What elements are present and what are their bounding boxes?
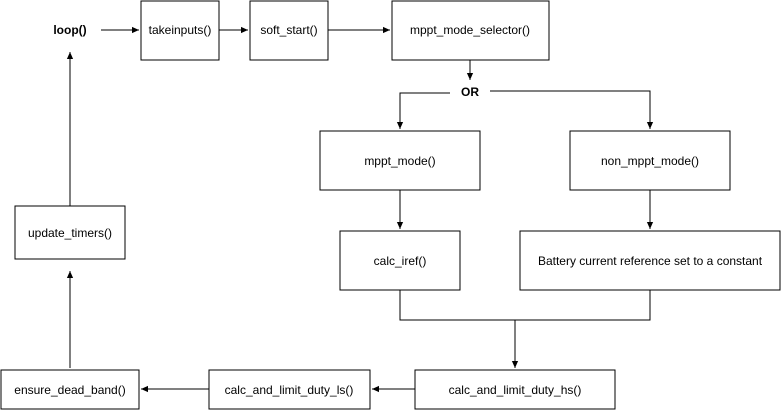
mppt-mode-selector-label: mppt_mode_selector() [410, 23, 530, 37]
calc-and-limit-duty-ls-label: calc_and_limit_duty_ls() [225, 383, 354, 397]
merge-line [399, 290, 651, 321]
ensure-dead-band-label: ensure_dead_band() [14, 383, 125, 397]
takeinputs-node [140, 0, 220, 61]
arrow-or-to-non-mppt-mode [490, 90, 654, 129]
calc-and-limit-duty-ls-node [208, 369, 371, 410]
mppt-mode-selector-node [391, 0, 550, 61]
mppt-mode-label: mppt_mode() [364, 154, 435, 168]
soft-start-label: soft_start() [260, 23, 317, 37]
ensure-dead-band-node [0, 369, 140, 410]
soft-start-node [249, 0, 329, 61]
non-mppt-mode-label: non_mppt_mode() [601, 154, 699, 168]
arrow-or-to-mppt-mode [396, 92, 450, 129]
update-timers-node [14, 205, 126, 260]
takeinputs-label: takeinputs() [149, 23, 212, 37]
calc-iref-label: calc_iref() [374, 254, 427, 268]
battery-const-label: Battery current reference set to a const… [538, 254, 763, 268]
update-timers-label: update_timers() [28, 226, 112, 240]
loop-label: loop() [53, 23, 86, 37]
calc-and-limit-duty-hs-node [414, 369, 616, 410]
non-mppt-mode-node [569, 130, 731, 191]
calc-and-limit-duty-hs-label: calc_and_limit_duty_hs() [449, 383, 582, 397]
or-label: OR [461, 85, 479, 99]
calc-iref-node [339, 230, 461, 291]
mppt-mode-node [319, 130, 481, 191]
